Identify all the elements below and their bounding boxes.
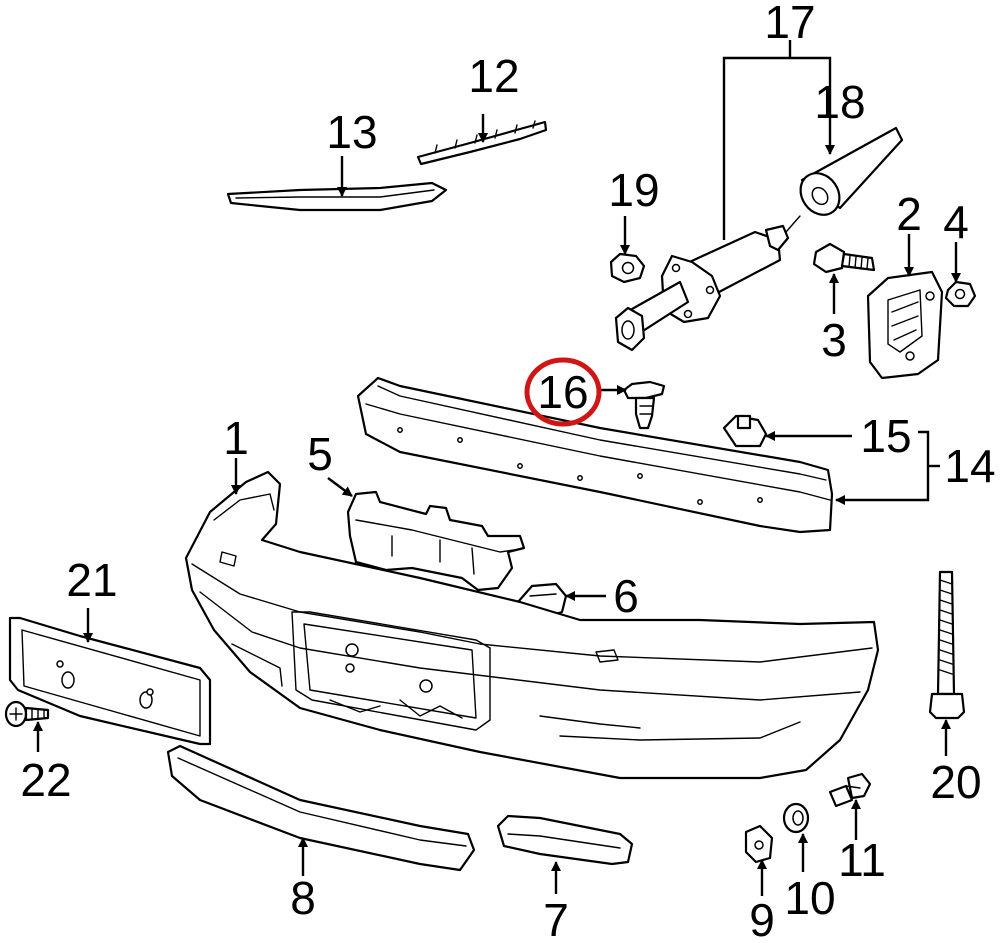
callout-20: 20: [930, 756, 981, 808]
callout-12: 12: [468, 50, 519, 102]
part-2-bracket[interactable]: [866, 270, 944, 380]
callout-3: 3: [821, 314, 847, 366]
part-17-energy-absorber[interactable]: [614, 215, 801, 352]
part-11-push-clip[interactable]: [828, 772, 872, 808]
part-8-lower-spoiler[interactable]: [166, 744, 476, 872]
callout-1: 1: [223, 412, 249, 464]
callout-14: 14: [944, 440, 995, 492]
callout-22: 22: [20, 754, 71, 806]
callout-16-highlight-ring: [524, 357, 602, 427]
callout-13: 13: [326, 106, 377, 158]
callout-16[interactable]: 16: [537, 366, 588, 418]
part-21-license-plate-bracket[interactable]: [8, 616, 212, 746]
part-7-side-molding[interactable]: [496, 814, 634, 866]
part-20-long-bolt[interactable]: [928, 570, 966, 720]
callout-19: 19: [608, 164, 659, 216]
callout-11: 11: [838, 834, 886, 886]
callout-labels: 1 2 3 4 5 6 7 8 9 10 11 12 13 14 15 16 1…: [20, 0, 995, 943]
callout-9: 9: [749, 894, 775, 943]
part-14-impact-bar[interactable]: [356, 376, 834, 534]
leader-lines: [32, 40, 962, 896]
callout-7: 7: [543, 894, 569, 943]
part-10-grommet[interactable]: [782, 802, 810, 834]
part-5-absorber-block[interactable]: [346, 490, 526, 592]
callout-10: 10: [784, 872, 835, 924]
part-1-bumper-cover[interactable]: [184, 470, 880, 780]
part-13-trim-strip[interactable]: [226, 181, 448, 212]
callout-21: 21: [66, 554, 117, 606]
part-4-nut[interactable]: [944, 280, 977, 308]
part-9-clip-nut[interactable]: [744, 824, 774, 864]
callout-17: 17: [764, 0, 815, 48]
callout-2: 2: [896, 188, 922, 240]
part-18-cone-cover[interactable]: [793, 126, 904, 222]
callout-18: 18: [814, 76, 865, 128]
part-19-nut[interactable]: [609, 252, 646, 284]
part-15-clip[interactable]: [722, 414, 768, 448]
callout-5: 5: [307, 428, 333, 480]
part-22-screw[interactable]: [4, 700, 50, 728]
callout-4: 4: [943, 196, 969, 248]
part-3-bolt[interactable]: [812, 242, 876, 274]
callout-6: 6: [613, 570, 639, 622]
part-16-push-clip[interactable]: [622, 380, 666, 430]
callout-15: 15: [860, 410, 911, 462]
callout-8: 8: [290, 872, 316, 924]
